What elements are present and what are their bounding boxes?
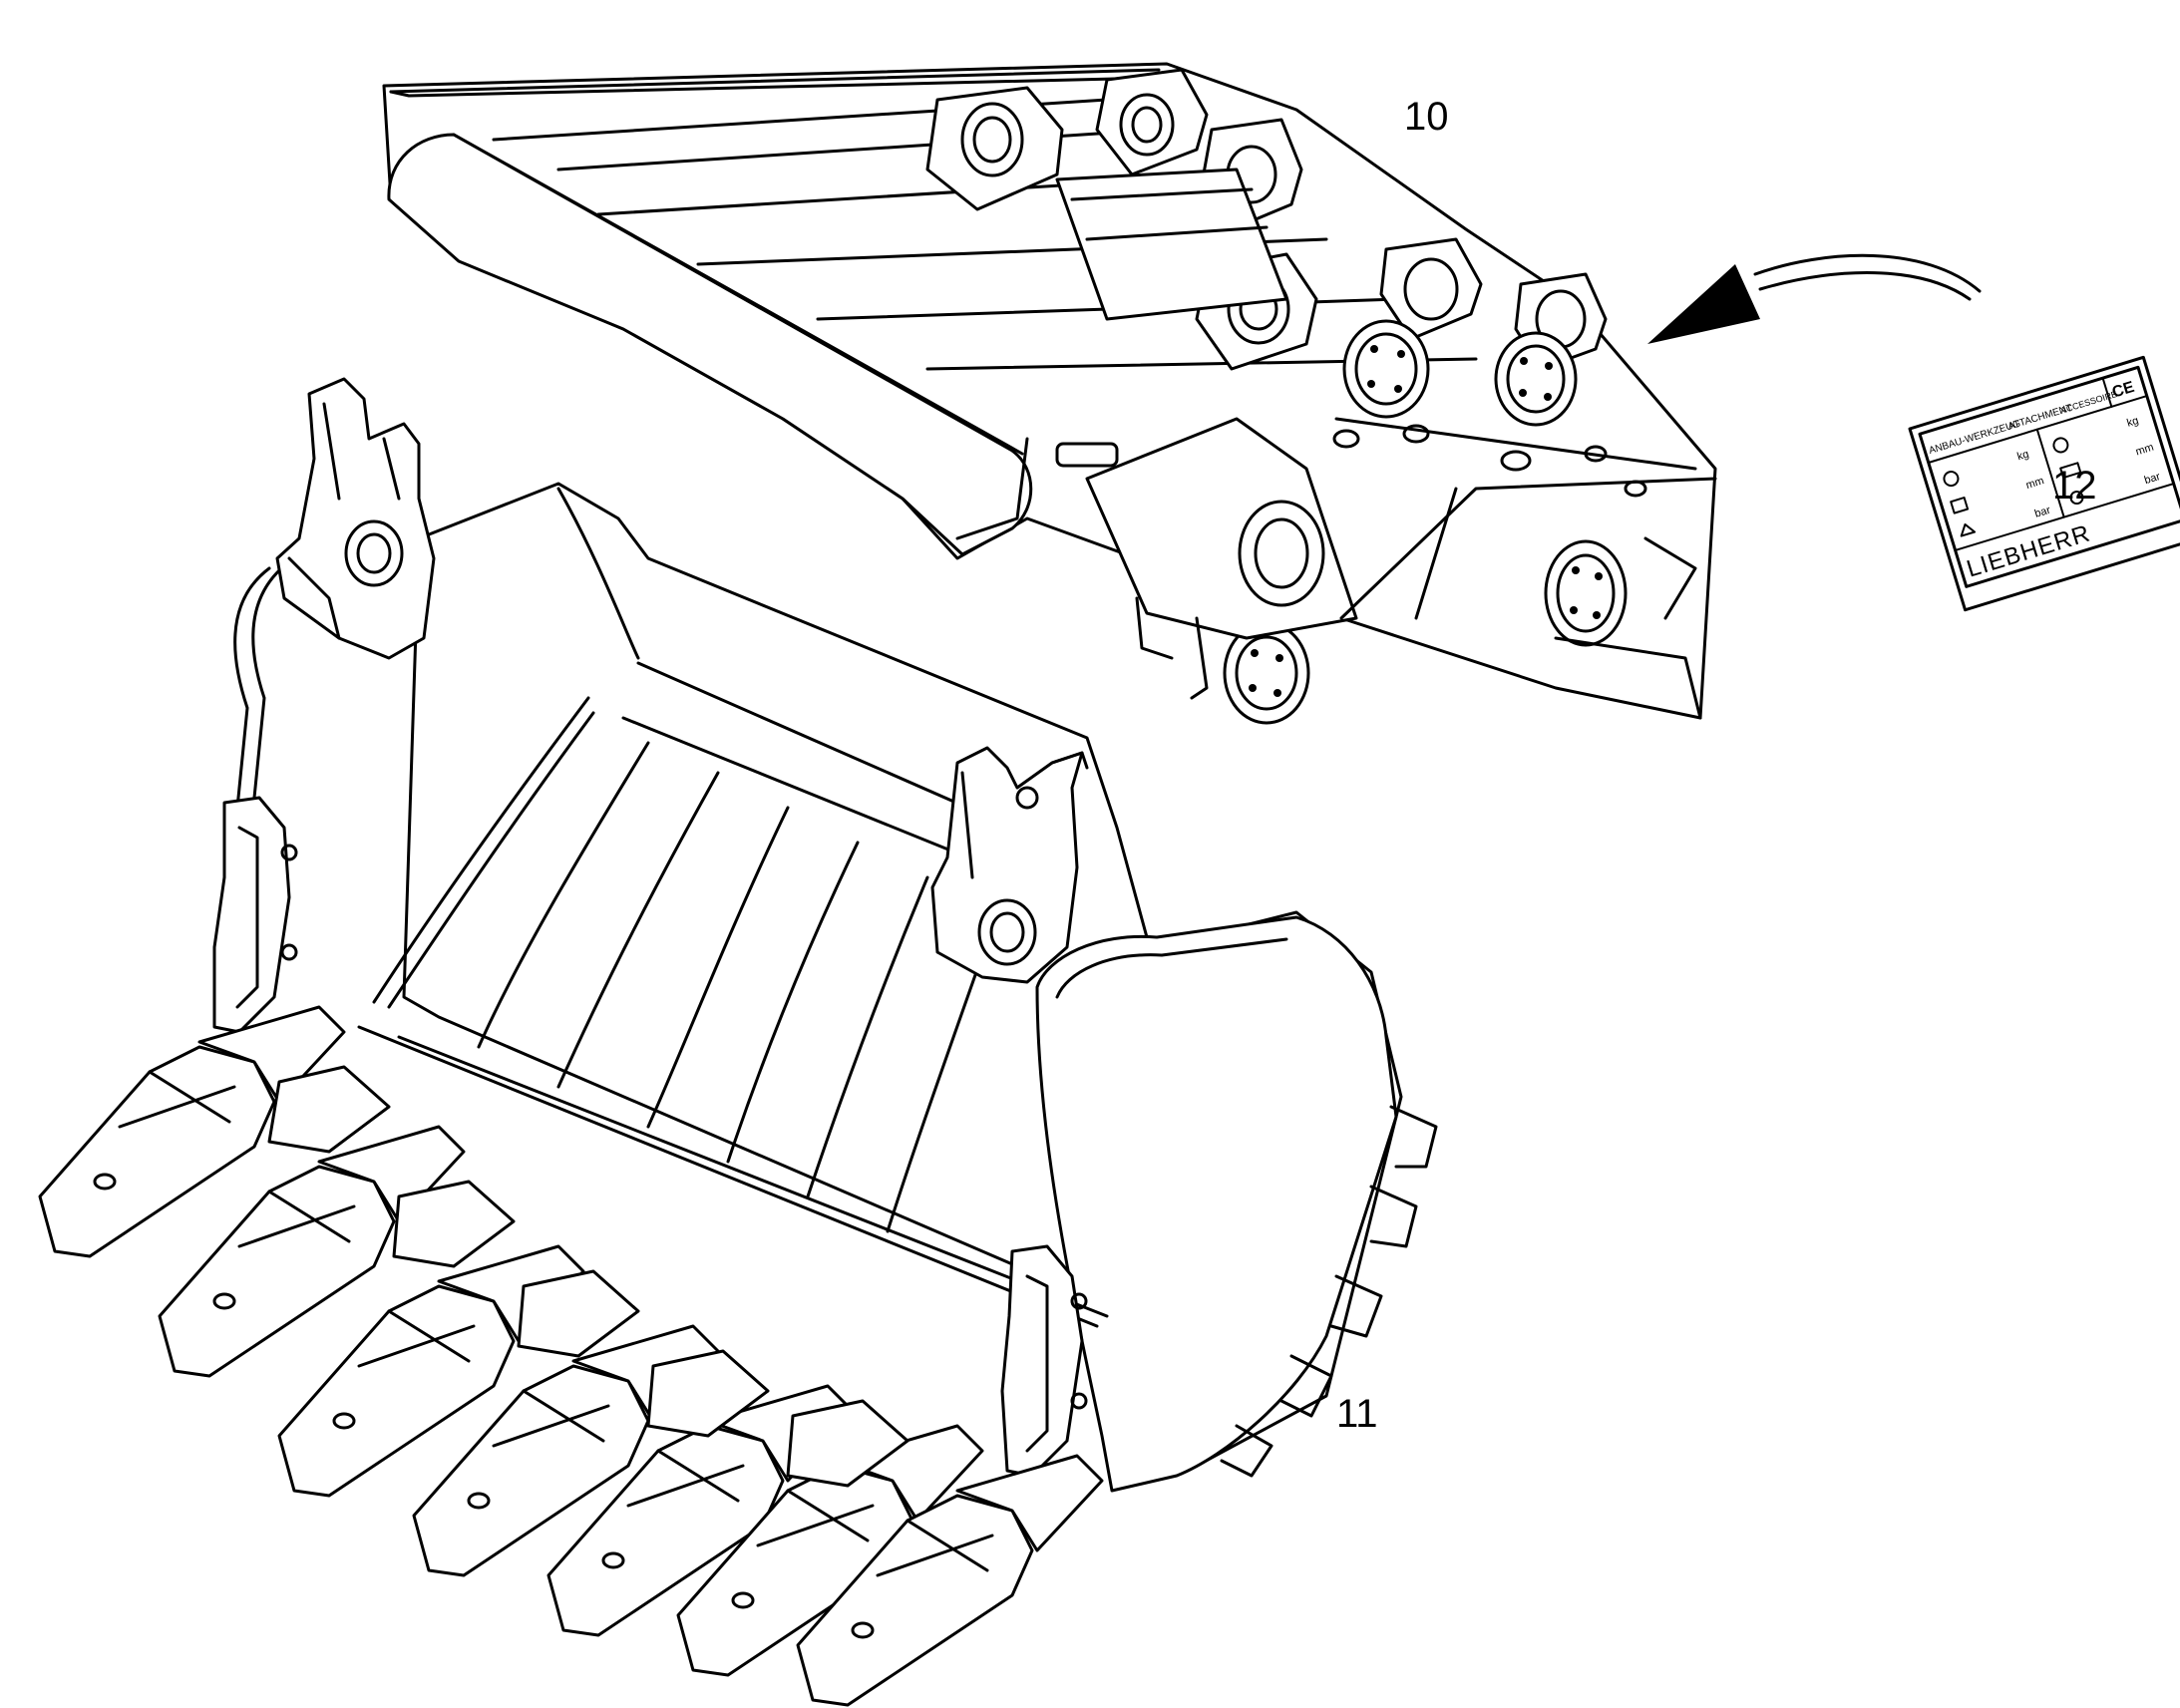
pin-cover-1 (1342, 319, 1430, 419)
pin-cover-2 (1494, 331, 1578, 427)
adapter-lug-2 (1095, 68, 1209, 176)
plate-unit-bar-1: bar (2033, 505, 2052, 520)
adapter-frame (382, 62, 1717, 725)
plate-unit-kg-2: kg (2125, 415, 2140, 430)
bucket (233, 482, 1438, 1493)
side-cutter-right (1000, 1244, 1088, 1478)
pin-cover-4 (1223, 621, 1310, 725)
bucket-hanger-right (930, 746, 1089, 984)
tooth-1 (38, 1005, 346, 1258)
bucket-hanger-left (275, 377, 436, 660)
plate-unit-mm-1: mm (2024, 475, 2045, 492)
name-plate: ANBAU-WERKZEUG ATTACHMENT ACCESSOIRE CE … (1647, 253, 2180, 612)
adapter-lug-5 (1379, 237, 1483, 341)
plate-ce-mark: CE (2110, 379, 2137, 402)
plate-symbol-icons (1943, 437, 2084, 537)
plate-unit-mm-2: mm (2134, 442, 2155, 459)
callout-11: 11 (1336, 1392, 1378, 1436)
tooth-2 (158, 1125, 466, 1378)
tooth-7 (796, 1454, 1104, 1707)
adapter-lug-1 (925, 86, 1064, 211)
arrow-head-icon (1647, 264, 1760, 344)
tooth-6 (676, 1424, 984, 1677)
pin-cover-3 (1544, 539, 1628, 647)
callout-10: 10 (1404, 95, 1449, 139)
tooth-3 (277, 1244, 585, 1498)
plate-unit-bar-2: bar (2143, 471, 2162, 487)
callout-12: 12 (2052, 464, 2097, 508)
side-cutter-left (212, 796, 298, 1034)
wear-segments (267, 1065, 909, 1488)
bucket-teeth (38, 1005, 1104, 1707)
plate-unit-kg-1: kg (2015, 449, 2030, 464)
